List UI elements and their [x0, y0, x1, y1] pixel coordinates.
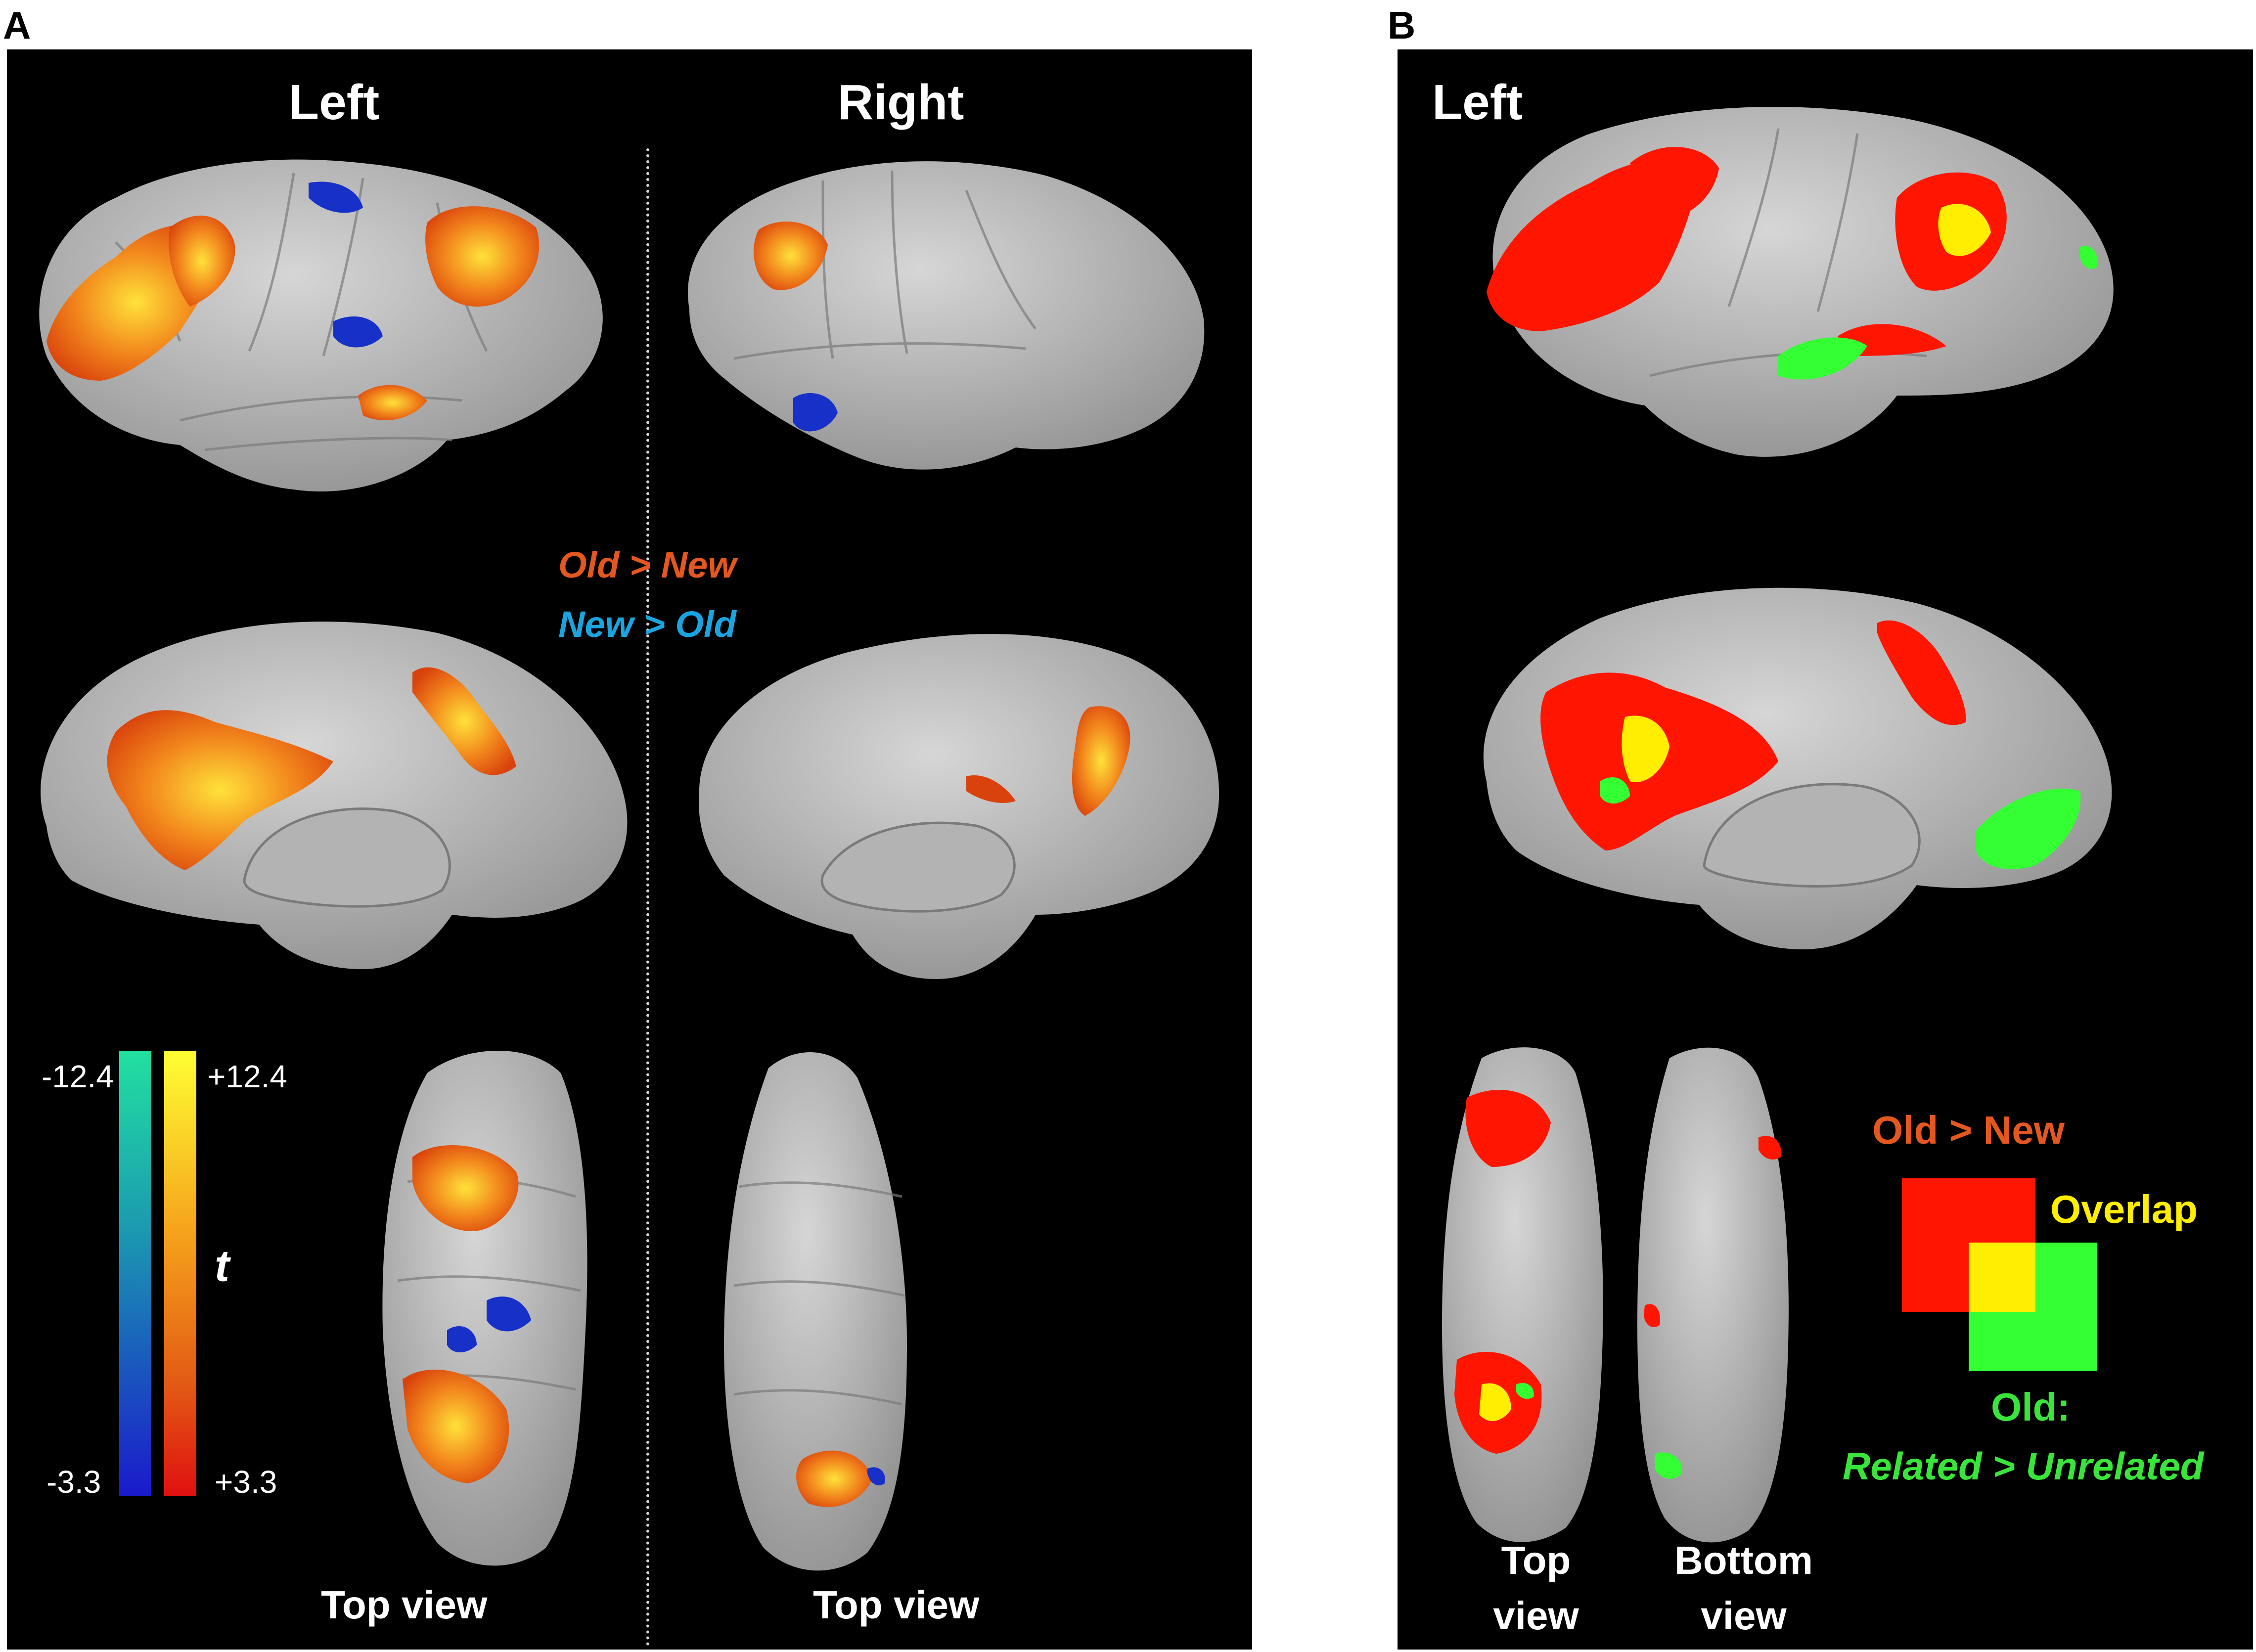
- brain-b-lateral: [1487, 107, 2114, 457]
- brain-left-lateral: [39, 159, 603, 491]
- brain-left-medial: [41, 622, 628, 969]
- label-left-hemisphere-b: Left: [1432, 75, 1523, 130]
- label-bottom-view-b: Bottom view: [1655, 1538, 1833, 1639]
- brain-right-top-view: [724, 1052, 907, 1571]
- panel-letter-a: A: [3, 3, 31, 47]
- colorbar-stat-label: t: [215, 1242, 229, 1291]
- panel-letter-b: B: [1388, 3, 1416, 47]
- colorbar-pos-min-label: +3.3: [215, 1464, 277, 1500]
- legend-b-old-new: Old > New: [1872, 1108, 2065, 1152]
- colorbar-negative: [119, 1051, 151, 1496]
- label-right-hemisphere: Right: [838, 75, 964, 130]
- legend-b-overlap-square: [1969, 1243, 2035, 1312]
- label-bottom-view-b-line2: view: [1701, 1594, 1787, 1638]
- hemisphere-divider: [646, 148, 649, 1647]
- legend-b-old: Old:: [1991, 1385, 2070, 1429]
- colorbar-positive: [164, 1051, 196, 1496]
- legend-b-overlap: Overlap: [2050, 1187, 2198, 1231]
- label-top-view-right: Top view: [813, 1583, 980, 1627]
- legend-old-greater-new: Old > New: [558, 544, 736, 586]
- brain-left-top-view: [382, 1051, 587, 1566]
- legend-b-related-unrelated: Related > Unrelated: [1843, 1444, 2204, 1488]
- panel-a: Left Right: [7, 49, 1252, 1650]
- label-bottom-view-b-line1: Bottom: [1674, 1538, 1813, 1582]
- colorbar-neg-max-label: -12.4: [42, 1059, 114, 1094]
- label-top-view-b-line1: Top: [1501, 1538, 1571, 1582]
- legend-new-greater-old: New > Old: [558, 603, 736, 645]
- brain-right-medial: [699, 634, 1219, 979]
- panel-b: Left: [1398, 49, 2253, 1650]
- label-top-view-left: Top view: [321, 1583, 488, 1627]
- brain-b-medial: [1483, 587, 2112, 949]
- brain-b-bottom-view: [1637, 1047, 1789, 1543]
- colorbar-pos-max-label: +12.4: [207, 1059, 287, 1094]
- legend-old-greater-new-text: Old > New: [558, 544, 736, 585]
- colorbar-neg-min-label: -3.3: [46, 1464, 101, 1500]
- brain-right-lateral: [687, 161, 1205, 470]
- label-top-view-b-line2: view: [1493, 1594, 1579, 1638]
- label-top-view-b: Top view: [1477, 1538, 1595, 1639]
- label-left-hemisphere: Left: [289, 75, 380, 130]
- brain-b-top-view: [1442, 1047, 1603, 1542]
- legend-new-greater-old-text: New > Old: [558, 604, 736, 645]
